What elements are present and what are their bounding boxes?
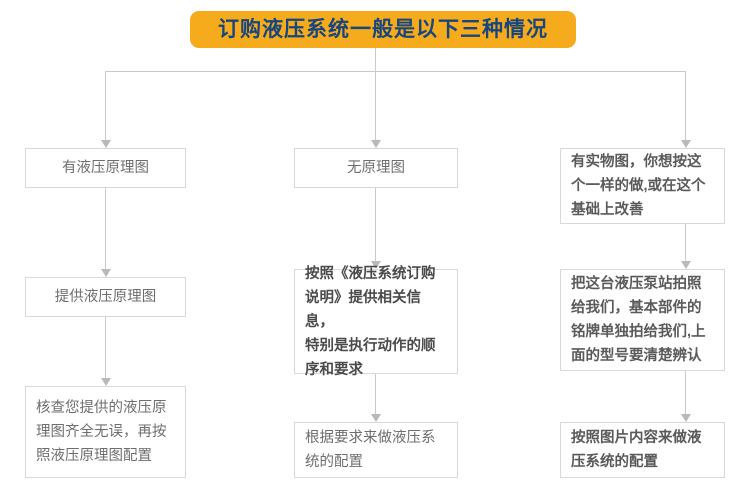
arrowhead-col2-step2 xyxy=(371,261,381,269)
node-col3-step1-label: 有实物图，你想按这 个一样的做,或在这个 基础上改善 xyxy=(571,154,706,218)
arrowhead-col3-step2 xyxy=(681,261,691,269)
node-col1-step3[interactable]: 核查您提供的液压原 理图齐全无误，再按 照液压原理图配置 xyxy=(25,386,186,478)
arrowhead-col2-step3 xyxy=(371,414,381,422)
connector-col1-2to3 xyxy=(105,317,106,380)
connector-col2-2to3 xyxy=(375,374,376,416)
node-col3-step3-label: 按照图片内容来做液 压系统的配置 xyxy=(571,430,702,470)
node-col3-step2-label: 把这台液压泵站拍照 给我们，基本部件的 铭牌单独拍给我们,上 面的型号要清楚辨认 xyxy=(571,276,706,364)
connector-branch2-down xyxy=(375,71,376,142)
flowchart-title: 订购液压系统一般是以下三种情况 xyxy=(190,11,576,48)
node-col3-step1[interactable]: 有实物图，你想按这 个一样的做,或在这个 基础上改善 xyxy=(560,148,725,224)
arrowhead-col1-step2 xyxy=(101,269,111,277)
connector-branch3-down xyxy=(685,71,686,142)
connector-title-stem xyxy=(375,48,376,71)
connector-branch1-down xyxy=(105,71,106,142)
node-col3-step3[interactable]: 按照图片内容来做液 压系统的配置 xyxy=(560,422,725,478)
arrowhead-branch1 xyxy=(101,140,111,148)
connector-col3-1to2 xyxy=(685,224,686,262)
arrowhead-col3-step3 xyxy=(681,414,691,422)
connector-branch-bar xyxy=(105,71,686,72)
node-col2-step3[interactable]: 根据要求来做液压系 统的配置 xyxy=(294,422,458,478)
arrowhead-branch3 xyxy=(681,140,691,148)
connector-col2-1to2 xyxy=(375,188,376,262)
node-col2-step3-label: 根据要求来做液压系 统的配置 xyxy=(305,430,436,470)
flowchart-title-label: 订购液压系统一般是以下三种情况 xyxy=(218,18,548,41)
connector-col3-2to3 xyxy=(685,371,686,416)
node-col2-step2[interactable]: 按照《液压系统订购 说明》提供相关信息， 特别是执行动作的顺 序和要求 xyxy=(294,266,458,378)
node-col1-step2-label: 提供液压原理图 xyxy=(54,289,157,305)
connector-col1-1to2 xyxy=(105,188,106,270)
node-col1-step1[interactable]: 有液压原理图 xyxy=(25,148,186,188)
node-col2-step1-label: 无原理图 xyxy=(347,160,405,176)
node-col1-step2[interactable]: 提供液压原理图 xyxy=(25,277,186,317)
arrowhead-branch2 xyxy=(371,140,381,148)
node-col2-step2-label: 按照《液压系统订购 说明》提供相关信息， 特别是执行动作的顺 序和要求 xyxy=(305,265,436,378)
node-col3-step2[interactable]: 把这台液压泵站拍照 给我们，基本部件的 铭牌单独拍给我们,上 面的型号要清楚辨认 xyxy=(560,269,725,371)
node-col2-step1[interactable]: 无原理图 xyxy=(294,148,458,188)
node-col1-step3-label: 核查您提供的液压原 理图齐全无误，再按 照液压原理图配置 xyxy=(36,400,167,464)
node-col1-step1-label: 有液压原理图 xyxy=(62,160,149,176)
arrowhead-col1-step3 xyxy=(101,378,111,386)
